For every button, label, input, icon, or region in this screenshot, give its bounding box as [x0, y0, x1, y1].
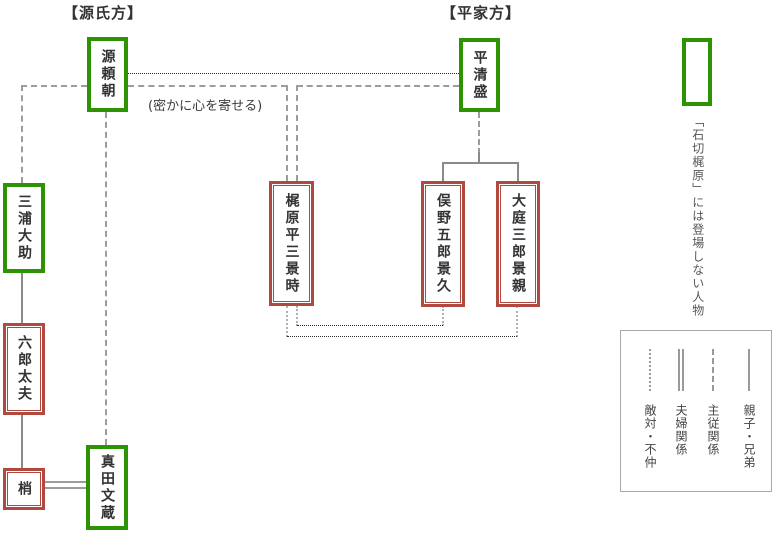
person-box-matano: 俣野五郎景久: [421, 181, 465, 307]
line-enmity-kajiwara-stub-inner: [296, 306, 298, 326]
person-box-yoritomo: 源頼朝: [87, 37, 128, 112]
line-brothers-bracket-stem: [478, 152, 480, 163]
legend-label-couple: 夫婦関係: [674, 404, 688, 456]
line-enmity-kajiwara-matano-h: [297, 325, 443, 326]
legend-item-couple: 夫婦関係: [668, 349, 694, 456]
line-master-kiyomori-kajiwara-h: [297, 85, 459, 87]
person-name-miura: 三浦大助: [16, 194, 32, 262]
person-name-oba: 大庭三郎景親: [510, 193, 526, 295]
legend-item-enmity: 敵対・不仲: [637, 349, 663, 469]
dashed-line-sample: [712, 349, 714, 391]
line-enmity-oba-stub: [516, 306, 518, 337]
person-name-kiyomori: 平清盛: [471, 49, 488, 101]
legend-box: 敵対・不仲 夫婦関係 主従関係 親子・兄弟: [620, 330, 772, 492]
line-master-yoritomo-kajiwara-h: [128, 85, 287, 87]
person-name-kozue: 梢: [16, 480, 32, 498]
person-name-matano: 俣野五郎景久: [435, 193, 451, 295]
heading-heike-side: 【平家方】: [441, 4, 522, 22]
line-enmity-matano-stub: [442, 306, 444, 326]
line-master-yoritomo-kajiwara-v: [286, 85, 288, 181]
line-enmity-kajiwara-stub-outer: [286, 306, 288, 337]
person-box-kiyomori: 平清盛: [459, 38, 500, 112]
legend-label-parent-sibling: 親子・兄弟: [742, 404, 756, 469]
line-master-yoritomo-miura-h: [21, 85, 87, 87]
person-box-sanada: 真田文蔵: [86, 445, 128, 530]
line-master-yoritomo-sanada-v: [105, 112, 107, 445]
line-parent-miura-rokuro: [21, 273, 23, 324]
line-couple-kozue-sanada: [45, 481, 86, 489]
legend-label-enmity: 敵対・不仲: [643, 404, 657, 469]
line-brothers-bracket-right-v: [517, 162, 519, 182]
dotted-line-sample: [649, 349, 651, 391]
legend-label-master-servant: 主従関係: [706, 404, 720, 456]
solid-line-sample: [748, 349, 750, 391]
green-box-key-caption: 「石切梶原」には登場しない人物: [690, 115, 705, 318]
line-enmity-yoritomo-kiyomori: [128, 73, 459, 74]
line-brothers-bracket-h: [442, 162, 518, 164]
person-name-kajiwara: 梶原平三景時: [283, 192, 300, 295]
line-master-yoritomo-miura-v: [21, 85, 23, 183]
person-box-kozue: 梢: [3, 468, 45, 510]
heading-genji-side: 【源氏方】: [63, 4, 144, 22]
person-box-miura: 三浦大助: [3, 183, 45, 273]
person-name-rokuro: 六郎太夫: [16, 335, 32, 403]
line-enmity-kajiwara-oba-h: [287, 336, 517, 337]
legend-item-parent-sibling: 親子・兄弟: [736, 349, 762, 469]
person-box-kajiwara: 梶原平三景時: [269, 181, 314, 306]
note-secret-sympathy: (密かに心を寄せる): [148, 99, 263, 114]
legend-item-master-servant: 主従関係: [700, 349, 726, 456]
person-name-sanada: 真田文蔵: [99, 453, 115, 522]
line-brothers-bracket-left-v: [442, 162, 444, 182]
person-box-rokuro: 六郎太夫: [3, 323, 45, 415]
line-parent-rokuro-kozue: [21, 415, 23, 468]
person-name-yoritomo: 源頼朝: [99, 49, 116, 100]
person-box-oba: 大庭三郎景親: [496, 181, 540, 307]
green-box-key-sample: [682, 38, 712, 106]
line-master-kiyomori-brothers-v: [478, 112, 480, 154]
line-master-kiyomori-kajiwara-v: [296, 85, 298, 181]
double-line-sample: [678, 349, 684, 391]
